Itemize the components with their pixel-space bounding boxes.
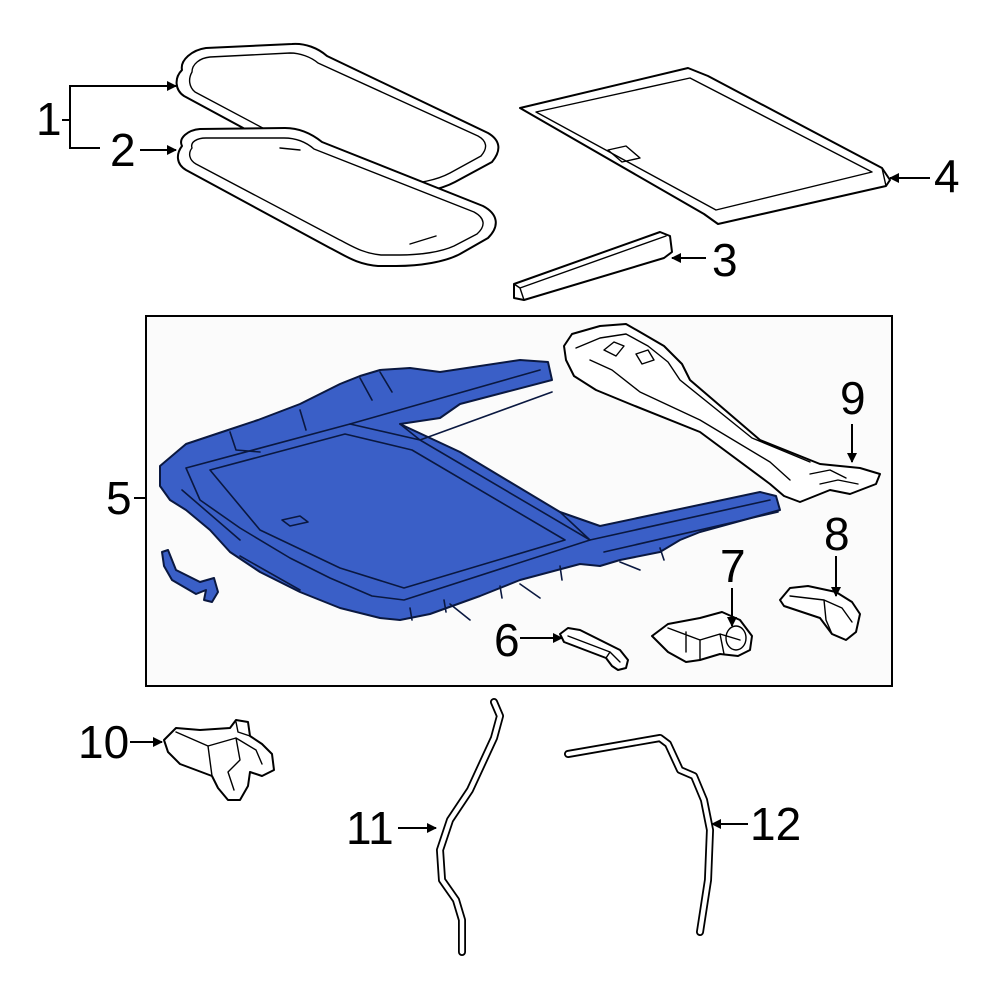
part-11-drain-hose[interactable] xyxy=(436,698,504,956)
callout-6: 6 xyxy=(494,614,520,666)
part-6-bracket[interactable] xyxy=(559,627,629,671)
callout-4: 4 xyxy=(934,150,960,202)
leader-lines xyxy=(62,81,930,833)
part-4-sunshade-panel[interactable] xyxy=(519,67,891,225)
part-5-sunroof-frame-assembly[interactable] xyxy=(159,359,781,621)
part-8-bracket-cover[interactable] xyxy=(779,585,861,641)
callout-1: 1 xyxy=(36,93,62,145)
part-12-drain-hose[interactable] xyxy=(564,734,714,936)
callout-11: 11 xyxy=(346,802,394,854)
callout-9: 9 xyxy=(840,372,866,424)
callout-8: 8 xyxy=(824,508,850,560)
callout-10: 10 xyxy=(78,716,129,768)
callout-5: 5 xyxy=(106,472,132,524)
part-10-motor-unit[interactable] xyxy=(163,719,275,801)
part-9-rear-cross-member[interactable] xyxy=(563,323,881,503)
part-3-wind-deflector[interactable] xyxy=(513,231,673,301)
callout-3: 3 xyxy=(712,234,738,286)
part-2-glass-seal[interactable] xyxy=(176,127,497,267)
callout-7: 7 xyxy=(720,540,746,592)
callout-12: 12 xyxy=(750,798,801,850)
callout-2: 2 xyxy=(110,124,136,176)
